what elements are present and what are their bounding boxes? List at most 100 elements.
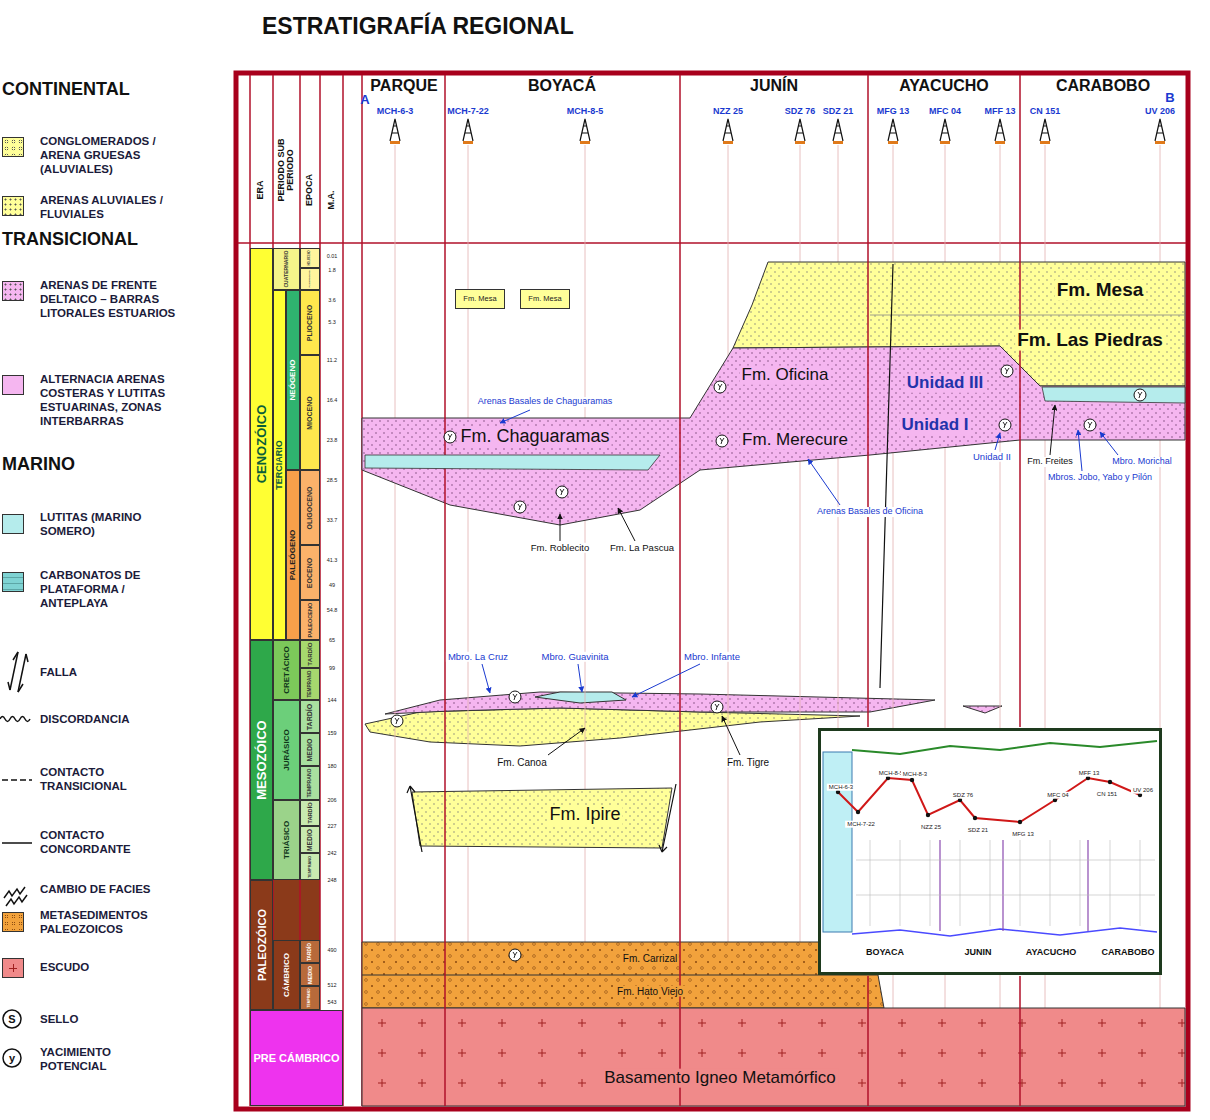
- formation-label: Fm. La Pascua: [608, 543, 676, 553]
- time-unit-name: PLIOCENO: [306, 304, 314, 341]
- map-label: MFF 13: [1077, 770, 1102, 777]
- age-value: 1.8: [328, 267, 336, 273]
- transitional-contact-symbol: [2, 779, 32, 781]
- inset-well-dot: [1086, 776, 1090, 780]
- area-separator: [867, 976, 869, 1106]
- epoch-cell: OLIGOCENO: [300, 470, 320, 545]
- reservoir-marker: [514, 501, 526, 513]
- inset-well-dot: [1018, 820, 1022, 824]
- inset-grid-line: [1050, 840, 1051, 926]
- inset-well-dot: [910, 778, 914, 782]
- time-unit-name: PALEOZÓICO: [255, 909, 267, 981]
- legend-text: METASEDIMENTOS PALEOZOICOS: [40, 908, 180, 936]
- leader-arrow: [995, 433, 1000, 450]
- area-name: PARQUE: [370, 77, 437, 95]
- formation-fill: [362, 1008, 1185, 1106]
- reservoir-mark: [718, 384, 722, 390]
- concordant-contact-symbol: [2, 842, 32, 844]
- age-value: 242: [327, 850, 336, 856]
- time-unit-name: MEDIO: [306, 829, 313, 851]
- well-derrick: [463, 119, 473, 141]
- era-cell: PRE CÁMBRICO: [250, 1010, 343, 1106]
- map-label: CARABOBO: [1100, 948, 1157, 958]
- reservoir-marker: [711, 701, 723, 713]
- area-name: CARABOBO: [1056, 77, 1150, 95]
- column-header: EPOCA: [305, 174, 315, 206]
- leader-arrow: [548, 728, 585, 755]
- reservoir-symbol: [3, 1049, 21, 1067]
- well-derrick: [833, 119, 843, 141]
- fault-line: [880, 264, 893, 688]
- epoch-cell: TEMPRANO: [300, 766, 320, 800]
- time-unit-name: TARDÍO: [307, 942, 312, 960]
- formation-name: Fm. Hato Viejo: [615, 986, 685, 997]
- legend-swatch: [2, 137, 24, 157]
- well-name: MFC 04: [929, 107, 961, 117]
- time-unit-name: TEMPRANO: [307, 670, 312, 697]
- time-unit-name: TRIÁSICO: [282, 821, 291, 859]
- inset-grid-line: [900, 840, 901, 926]
- well-derrick: [995, 119, 1005, 141]
- inset-area-divider: [939, 840, 940, 931]
- well-derrick: [888, 119, 898, 141]
- time-unit-name: EOCENO: [306, 557, 314, 587]
- area-separator: [1019, 976, 1021, 1106]
- time-unit-name: PALEÓGENO: [289, 530, 298, 581]
- paleozoic-gap: [273, 880, 320, 940]
- age-value: 144: [327, 697, 336, 703]
- formation-name: Unidad I: [899, 416, 970, 435]
- leader-arrow: [722, 716, 740, 755]
- time-unit-name: MIOCENO: [306, 396, 314, 429]
- legend-text: CONTACTO CONCORDANTE: [40, 828, 180, 856]
- formation-name: Fm. Ipire: [547, 805, 622, 825]
- time-unit-name: NEÓGENO: [289, 360, 298, 401]
- well-name: MCH-7-22: [447, 107, 489, 117]
- symbol-letter: S: [8, 1013, 15, 1025]
- formation-label: Fm. Canoa: [495, 757, 548, 768]
- legend-swatch: [2, 514, 24, 534]
- reservoir-mark: [513, 952, 517, 958]
- well-base: [463, 141, 473, 144]
- inset-well-dot: [1138, 793, 1142, 797]
- epoch-cell: EOCENO: [300, 545, 320, 600]
- inset-well-dot: [836, 790, 840, 794]
- formation-label: Mbros. Jobo, Yabo y Pilón: [1046, 473, 1154, 483]
- legend-swatch: [2, 281, 24, 301]
- inset-grid-line: [1020, 840, 1021, 926]
- legend-text: ESCUDO: [40, 960, 180, 974]
- inset-area-divider: [1087, 840, 1088, 931]
- inset-grid: [856, 840, 1155, 926]
- time-unit-name: TEMPRANO: [308, 989, 312, 1008]
- era-cell: CENOZÓICO: [250, 248, 273, 640]
- formation-body: Fm. Ipire: [408, 786, 678, 850]
- grid-line: [342, 75, 344, 1106]
- formation-body: Fm. Mesa: [520, 289, 570, 309]
- map-label: UV 206: [1131, 787, 1155, 794]
- epoch-cell: MEDIO: [300, 963, 320, 986]
- inset-well-dot: [1053, 798, 1057, 802]
- reservoir-mark: [513, 694, 517, 700]
- epoch-cell: TEMPRANO: [300, 668, 320, 700]
- time-unit-name: TERCIARIO: [275, 440, 285, 490]
- well-derrick: [580, 119, 590, 141]
- age-value: 248: [327, 877, 336, 883]
- age-value: 11.2: [327, 357, 337, 363]
- leader-arrow: [632, 664, 700, 697]
- formation-label: Fm. Roblecito: [529, 543, 592, 553]
- legend-text: YACIMIENTO POTENCIAL: [40, 1045, 180, 1073]
- reservoir-mark: [395, 718, 399, 724]
- column-header: PERIODO SUB PERIODO: [277, 130, 296, 210]
- inset-section-line: [838, 778, 1140, 822]
- facies-change-symbol: [4, 887, 27, 906]
- formation-name: Fm. Merecure: [740, 431, 850, 450]
- fault-arrow: [8, 652, 28, 692]
- well-derrick: [795, 119, 805, 141]
- inset-grid-line: [856, 895, 1155, 896]
- well-trace: [728, 145, 729, 1008]
- well-trace: [585, 145, 586, 1008]
- well-trace: [395, 145, 396, 1008]
- map-label: SDZ 21: [966, 827, 990, 834]
- well-base: [995, 141, 1005, 144]
- well-name: NZZ 25: [713, 107, 743, 117]
- age-value: 0.01: [327, 253, 338, 259]
